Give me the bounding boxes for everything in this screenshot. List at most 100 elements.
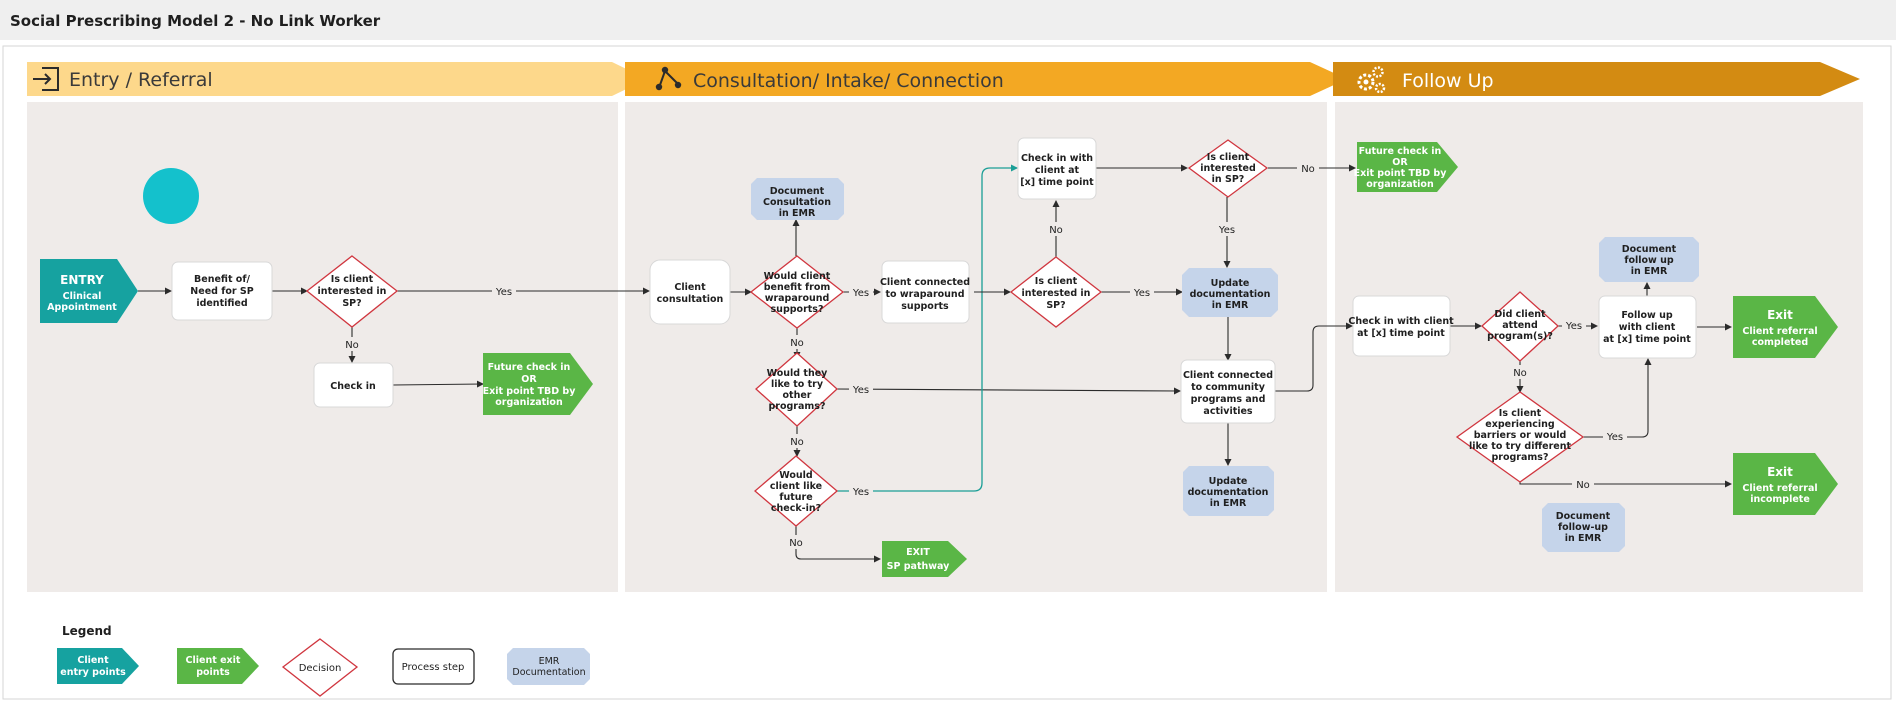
node-text: documentation [1188, 487, 1269, 498]
node-text: with client [1619, 322, 1676, 333]
legend-process-step: Process step [392, 648, 475, 685]
node-text: OR [521, 374, 537, 385]
node-text: Client referral [1742, 483, 1817, 494]
edge-label-no: No [790, 338, 804, 349]
share-nodes-icon [655, 66, 682, 91]
edge-label-yes: Yes [1606, 432, 1623, 443]
node-text: Would client [764, 271, 831, 282]
page-title: Social Prescribing Model 2 - No Link Wor… [10, 12, 381, 30]
edge-label-yes: Yes [852, 288, 869, 299]
edge-label-yes: Yes [1133, 288, 1150, 299]
legend-text: Process step [402, 662, 465, 673]
edge-label-no: No [1576, 480, 1590, 491]
legend-exit-point: Client exit points [177, 648, 259, 684]
phase-label-followup: Follow Up [1402, 70, 1494, 92]
node-text: Client connected [880, 277, 970, 288]
node-text: in EMR [1565, 533, 1602, 544]
node-text: SP? [1046, 300, 1065, 311]
legend-entry-point: Client entry points [57, 648, 139, 684]
edge-label-yes: Yes [1218, 225, 1235, 236]
node-text: like to try different [1469, 441, 1572, 452]
edge-label-no: No [790, 437, 804, 448]
node-check-in-x-time: Check in with client at [x] time point [1017, 137, 1097, 200]
node-text: interested [1200, 163, 1256, 174]
phase-band-consultation [625, 62, 1347, 96]
emr-update-documentation-1: Update documentation in EMR [1182, 268, 1278, 317]
exit-referral-incomplete: Exit Client referral incomplete [1733, 453, 1838, 515]
phase-band-followup [1333, 62, 1860, 96]
edge-label-yes: Yes [1565, 321, 1582, 332]
edge-label-no: No [345, 340, 359, 351]
decision-interested-in-sp-1: Is client interested in SP? [305, 255, 399, 328]
node-check-in: Check in [313, 362, 394, 408]
node-text: follow-up [1558, 522, 1608, 533]
node-text: documentation [1190, 289, 1271, 300]
legend: Legend Client entry points Client exit p… [57, 624, 590, 697]
node-text: Benefit of/ [194, 274, 250, 285]
decision-future-check-in: Would client like future check-in? [753, 455, 839, 527]
node-text: Client referral [1742, 326, 1817, 337]
node-text: Future check in [488, 362, 571, 373]
placeholder-circle [143, 168, 199, 224]
decision-wraparound-supports: Would client benefit from wraparound sup… [749, 255, 845, 329]
legend-text: Client exit [186, 655, 241, 666]
title-bar [0, 0, 1896, 40]
edge-label-no: No [789, 538, 803, 549]
node-text: activities [1203, 406, 1253, 417]
node-text: Is client [1499, 408, 1542, 419]
gears-icon [1357, 66, 1386, 94]
node-text: benefit from [764, 282, 831, 293]
node-text: SP pathway [887, 561, 951, 572]
node-text: consultation [657, 294, 724, 305]
node-client-consultation: Client consultation [649, 259, 731, 325]
node-text: Consultation [763, 197, 831, 208]
node-text: Document [1556, 511, 1611, 522]
decision-barriers-different-programs: Is client experiencing barriers or would… [1455, 391, 1585, 483]
node-text: like to try [771, 379, 824, 390]
exit-future-check-in-1: Future check in OR Exit point TBD by org… [483, 353, 593, 415]
node-text: Update [1209, 476, 1248, 487]
node-text: in SP? [1212, 174, 1245, 185]
legend-title: Legend [62, 624, 112, 638]
node-text: Is client [1035, 276, 1078, 287]
node-text: other [783, 390, 812, 401]
node-text: interested in [318, 286, 387, 297]
edge-label-yes: Yes [852, 385, 869, 396]
node-text: interested in [1022, 288, 1091, 299]
node-text: client at [1035, 165, 1080, 176]
node-text: Is client [1207, 152, 1250, 163]
node-text: to wraparound [886, 289, 965, 300]
legend-emr-documentation: EMR Documentation [507, 648, 590, 685]
node-text: client like [770, 481, 822, 492]
entry-arrow-icon [33, 67, 59, 91]
legend-text: Decision [299, 663, 342, 674]
decision-attend-programs: Did client attend program(s)? [1481, 291, 1559, 362]
node-text: Check in with client [1348, 316, 1454, 327]
node-text: to community [1191, 382, 1266, 393]
node-text: Follow up [1621, 310, 1673, 321]
node-text: incomplete [1750, 494, 1810, 505]
node-check-in-follow-up: Check in with client at [x] time point [1348, 295, 1454, 357]
node-text: Exit point TBD by [1354, 168, 1448, 179]
node-text: program(s)? [1487, 331, 1553, 342]
entry-title: ENTRY [60, 273, 104, 287]
node-text: SP? [342, 298, 361, 309]
edge-label-no: No [1513, 368, 1527, 379]
node-text: completed [1752, 337, 1808, 348]
node-text: at [x] time point [1603, 334, 1691, 345]
node-text: Future check in [1359, 146, 1442, 157]
legend-text: Documentation [512, 667, 585, 678]
node-text: Did client [1494, 309, 1546, 320]
node-follow-up-client: Follow up with client at [x] time point [1598, 295, 1697, 359]
decision-try-other-programs: Would they like to try other programs? [755, 352, 838, 427]
node-text: Would they [767, 368, 829, 379]
node-text: supports [901, 301, 949, 312]
node-text: Client connected [1183, 370, 1273, 381]
node-text: programs? [769, 401, 826, 412]
node-connected-wraparound: Client connected to wraparound supports [880, 260, 970, 324]
node-text: Client [674, 282, 706, 293]
node-connected-community-programs: Client connected to community programs a… [1180, 359, 1276, 424]
node-text: future [779, 492, 812, 503]
node-text: barriers or would [1474, 430, 1567, 441]
